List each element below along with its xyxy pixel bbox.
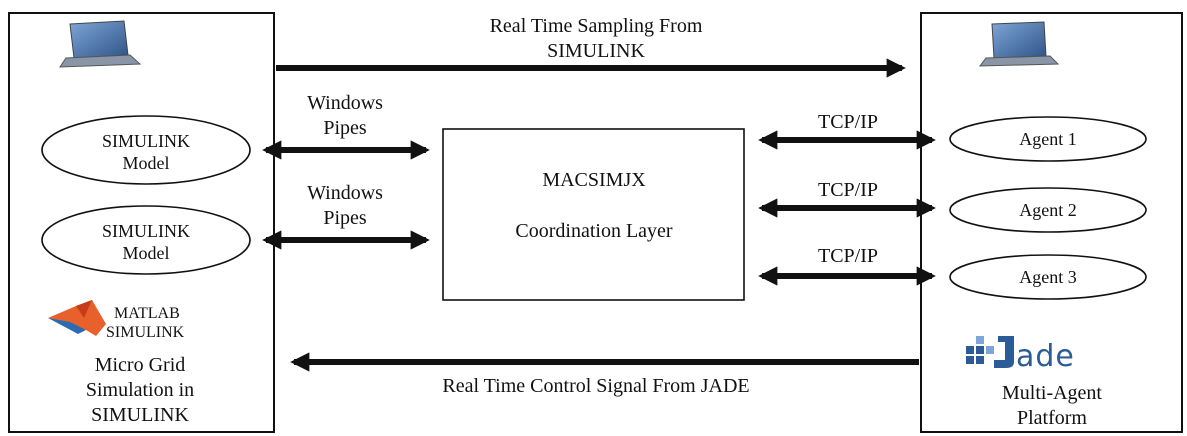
coordination-layer-box	[442, 128, 745, 301]
tcp-label-3: TCP/IP	[818, 245, 878, 267]
matlab-logo-text: MATLAB	[114, 305, 180, 322]
top-arrow-label-line2: SIMULINK	[547, 40, 645, 62]
agent-1-node	[949, 116, 1147, 162]
jade-logo-icon: ade	[966, 336, 1075, 374]
jade-logo-text: ade	[1016, 339, 1075, 374]
left-panel	[8, 12, 275, 433]
pipe-label-1-line2: Pipes	[323, 117, 367, 139]
agent-3-node	[949, 254, 1147, 300]
simulink-model-2	[41, 205, 251, 275]
right-caption-line2: Platform	[1017, 407, 1087, 429]
matlab-logo-icon: MATLAB SIMULINK	[48, 300, 185, 341]
left-caption-line3: SIMULINK	[91, 404, 189, 426]
simulink-model-1-line1: SIMULINK	[102, 131, 190, 151]
tcp-label-1: TCP/IP	[818, 111, 878, 133]
right-caption-line1: Multi-Agent	[1002, 382, 1102, 404]
bottom-arrow-label: Real Time Control Signal From JADE	[442, 375, 749, 397]
agent-1-label: Agent 1	[1019, 129, 1077, 149]
agent-3-label: Agent 3	[1019, 267, 1077, 287]
pipe-label-2-line2: Pipes	[323, 207, 367, 229]
tcp-label-2: TCP/IP	[818, 179, 878, 201]
agent-2-label: Agent 2	[1019, 200, 1077, 220]
center-box-title: MACSIMJX	[542, 169, 646, 191]
simulink-model-2-line1: SIMULINK	[102, 221, 190, 241]
simulink-logo-text: SIMULINK	[106, 324, 185, 341]
agent-2-node	[949, 187, 1147, 233]
laptop-icon-right	[978, 21, 1060, 67]
laptop-icon-left	[59, 20, 142, 68]
simulink-model-1-line2: Model	[123, 153, 170, 173]
center-box-subtitle: Coordination Layer	[515, 220, 673, 242]
simulink-model-1	[41, 115, 251, 185]
simulink-model-2-line2: Model	[123, 243, 170, 263]
pipe-label-2-line1: Windows	[307, 182, 383, 204]
top-arrow-label-line1: Real Time Sampling From	[490, 15, 703, 37]
left-caption-line2: Simulation in	[86, 379, 194, 401]
left-caption-line1: Micro Grid	[95, 354, 186, 376]
right-panel	[920, 12, 1183, 433]
pipe-label-1-line1: Windows	[307, 92, 383, 114]
